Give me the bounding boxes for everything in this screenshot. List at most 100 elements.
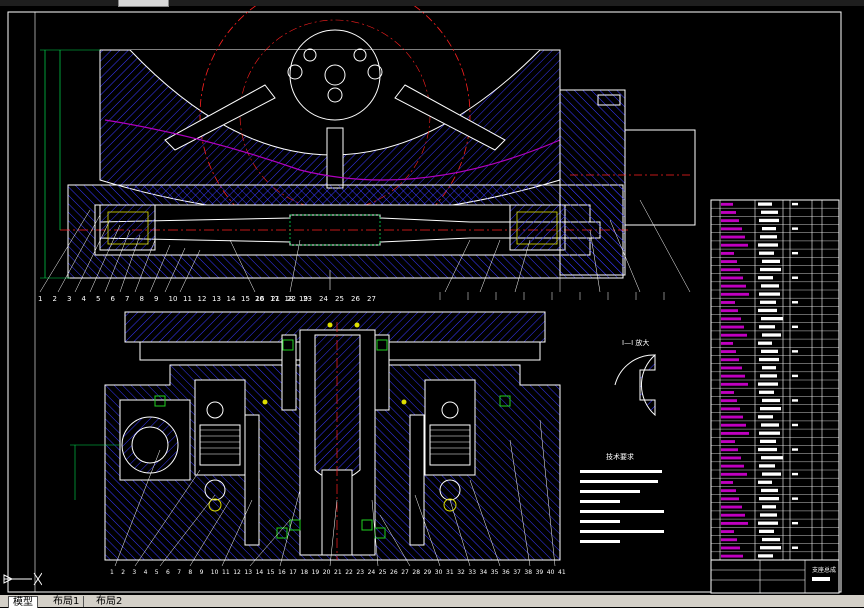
title-block-name: 支座总成	[812, 566, 836, 574]
bolt-hole	[353, 48, 367, 62]
parts-table-row	[721, 546, 740, 550]
part-number-label: 22	[345, 569, 353, 576]
tech-requirement-line	[580, 520, 620, 523]
tech-requirement-line	[580, 480, 658, 483]
part-number-label: 36	[502, 569, 510, 576]
part-number-label: 41	[558, 569, 566, 576]
bolt-hole	[303, 48, 317, 62]
parts-table-row	[721, 268, 740, 272]
parts-table-row	[721, 317, 741, 321]
bolt-hole	[367, 64, 383, 80]
tech-requirements-title: 技术要求	[606, 452, 634, 461]
part-number-label: 21	[334, 569, 342, 576]
bottom-section-view	[70, 311, 561, 567]
part-number-label: 39	[536, 569, 544, 576]
tab-model[interactable]: 模型	[8, 596, 38, 608]
part-number-label: 1	[38, 295, 42, 303]
part-number-label: 31	[446, 569, 454, 576]
parts-table-row	[721, 301, 735, 304]
parts-table-row	[721, 202, 733, 206]
parts-table-row	[721, 211, 736, 214]
tech-requirement-line	[580, 470, 662, 473]
hub	[289, 29, 381, 121]
inner-border	[34, 11, 842, 593]
part-number-label: 12	[233, 569, 241, 576]
tech-requirement-line	[580, 510, 664, 513]
bearing-right	[509, 204, 566, 251]
parts-table-row	[721, 464, 744, 468]
layout-tab-bar: 模型 布局1 布局2	[0, 595, 864, 608]
part-number-label: 13	[212, 295, 221, 303]
part-number-label: 8	[140, 295, 144, 303]
parts-table-row	[721, 235, 745, 239]
part-number-label: 20	[323, 569, 331, 576]
bearing-left	[99, 204, 156, 251]
part-number-label: 8	[188, 569, 192, 576]
tech-requirement-line	[580, 490, 640, 493]
part-number-label: 27	[367, 295, 376, 303]
part-number-label: 12	[198, 295, 207, 303]
parts-table-row	[721, 472, 747, 476]
part-number-label: 21	[271, 295, 280, 303]
detail-profile	[639, 353, 656, 417]
part-number-label: 10	[169, 295, 178, 303]
parts-table-row	[721, 530, 734, 533]
parts-table-row	[721, 415, 743, 419]
parts-table-row	[721, 456, 741, 460]
tech-requirement-line	[580, 500, 620, 503]
part-number-label: 11	[183, 295, 192, 303]
part-number-label: 38	[524, 569, 532, 576]
part-number-label: 4	[82, 295, 87, 303]
parts-table-row	[721, 382, 748, 386]
guide-rod	[244, 414, 260, 546]
part-number-label: 7	[125, 295, 129, 303]
tech-requirement-line	[580, 530, 664, 533]
part-number-label: 22	[287, 295, 296, 303]
detail-view: I—I 放大	[614, 338, 656, 417]
part-number-label: 11	[222, 569, 230, 576]
parts-table-row	[721, 497, 739, 501]
parts-table-row	[721, 505, 742, 509]
parts-table-row	[721, 260, 737, 263]
part-number-label: 20	[255, 295, 264, 303]
parts-table-row	[721, 554, 743, 558]
parts-list-table: 支座总成	[710, 199, 840, 594]
part-number-label: 4	[144, 569, 148, 576]
detail-view-label: I—I 放大	[622, 338, 649, 347]
part-number-label: 2	[53, 295, 57, 303]
part-number-label: 27	[401, 569, 409, 576]
spoke-left	[164, 84, 276, 151]
part-number-label: 10	[211, 569, 219, 576]
parts-table-row	[721, 431, 749, 435]
parts-table-row	[721, 350, 736, 353]
tab-layout1[interactable]: 布局1	[49, 596, 85, 607]
part-number-label: 35	[491, 569, 499, 576]
document-tab[interactable]	[118, 0, 169, 7]
bolt-hole	[327, 87, 343, 103]
parts-table-row	[721, 325, 744, 329]
right-cylinder	[424, 379, 476, 476]
bolt-hole	[287, 64, 303, 80]
parts-table-row	[721, 521, 748, 525]
part-number-label: 15	[241, 295, 250, 303]
part-number-label: 5	[96, 295, 100, 303]
part-number-label: 18	[285, 295, 294, 303]
part-number-label: 23	[303, 295, 312, 303]
parts-table-row	[721, 243, 748, 247]
part-number-label: 13	[244, 569, 252, 576]
part-number-label: 14	[256, 569, 264, 576]
part-number-label: 24	[368, 569, 376, 576]
part-number-label: 29	[424, 569, 432, 576]
part-number-label: 32	[457, 569, 465, 576]
tab-layout2[interactable]: 布局2	[96, 596, 123, 607]
parts-table-row	[721, 448, 738, 452]
part-number-label: 9	[200, 569, 204, 576]
part-number-label: 19	[299, 295, 308, 303]
part-number-label: 16	[278, 569, 286, 576]
parts-table-row	[721, 440, 735, 443]
parts-table-row	[721, 399, 737, 403]
part-number-label: 19	[312, 569, 320, 576]
ucs-axis-icon	[3, 572, 42, 586]
